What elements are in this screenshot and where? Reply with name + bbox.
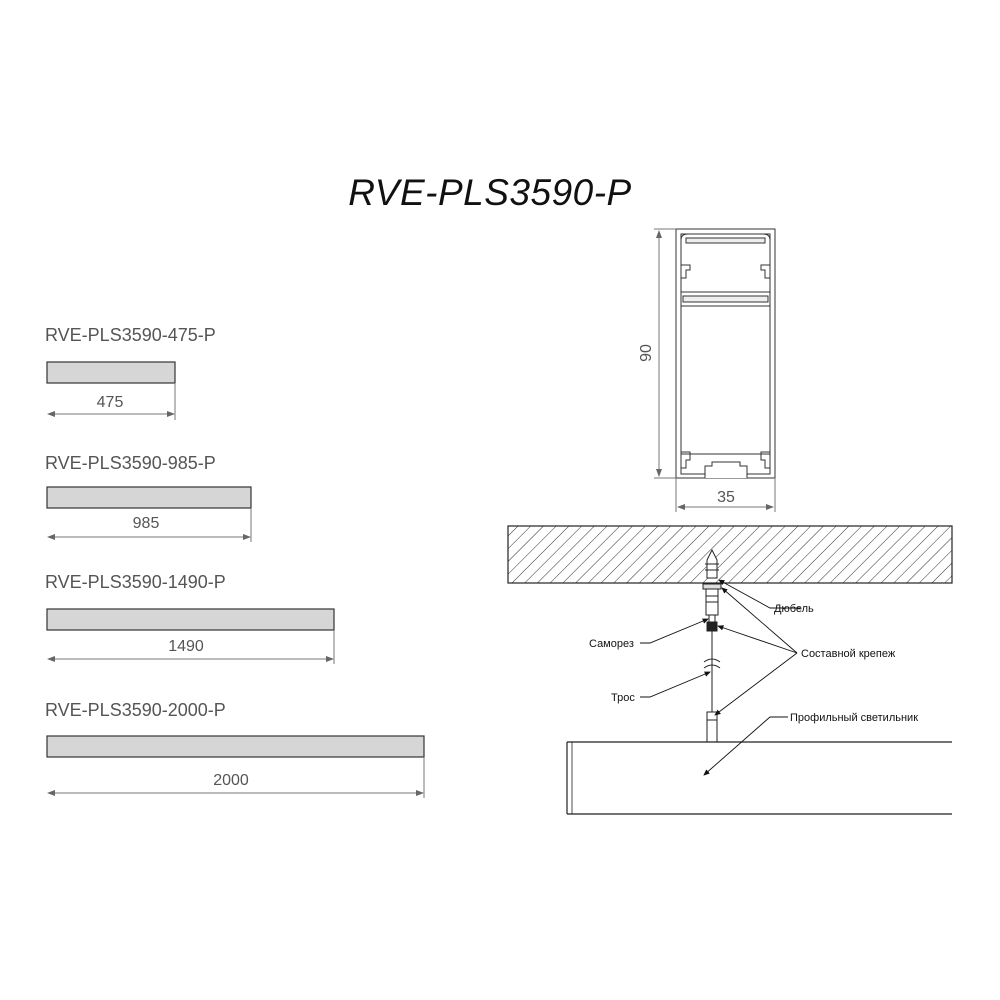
ceiling-slab: [507, 525, 953, 584]
profile-cross-section: [654, 228, 776, 512]
variant-985: 985: [46, 486, 252, 542]
callout-dowel: Дюбель: [774, 603, 814, 615]
dimension-value-height: 90: [638, 344, 655, 362]
callout-leaders: [640, 579, 800, 776]
callout-screw: Саморез: [589, 638, 634, 650]
variant-label-985: RVE-PLS3590-985-P: [45, 453, 216, 473]
variant-label-1490: RVE-PLS3590-1490-P: [45, 572, 226, 592]
suspension-assembly: [702, 548, 722, 743]
profile-bar-475: [46, 361, 176, 384]
dimension-value-475: 475: [97, 394, 124, 411]
variant-475: 475: [46, 361, 176, 420]
profile-bar-1490: [46, 608, 335, 631]
variant-2000: 2000: [46, 735, 425, 798]
dimension-value-1490: 1490: [168, 638, 204, 655]
variant-1490: 1490: [46, 608, 335, 664]
dimension-value-2000: 2000: [213, 772, 249, 789]
profile-bar-2000: [46, 735, 425, 758]
dimension-value-985: 985: [133, 515, 160, 532]
drawing-title: RVE-PLS3590-P: [348, 172, 632, 213]
profile-bar-985: [46, 486, 252, 509]
callout-composite-mount: Составной крепеж: [801, 648, 896, 660]
luminaire-body: [566, 741, 952, 815]
variant-label-475: RVE-PLS3590-475-P: [45, 325, 216, 345]
dimension-value-width: 35: [717, 489, 735, 506]
callout-cable: Трос: [611, 692, 635, 704]
variant-label-2000: RVE-PLS3590-2000-P: [45, 700, 226, 720]
callout-luminaire: Профильный светильник: [790, 712, 918, 724]
